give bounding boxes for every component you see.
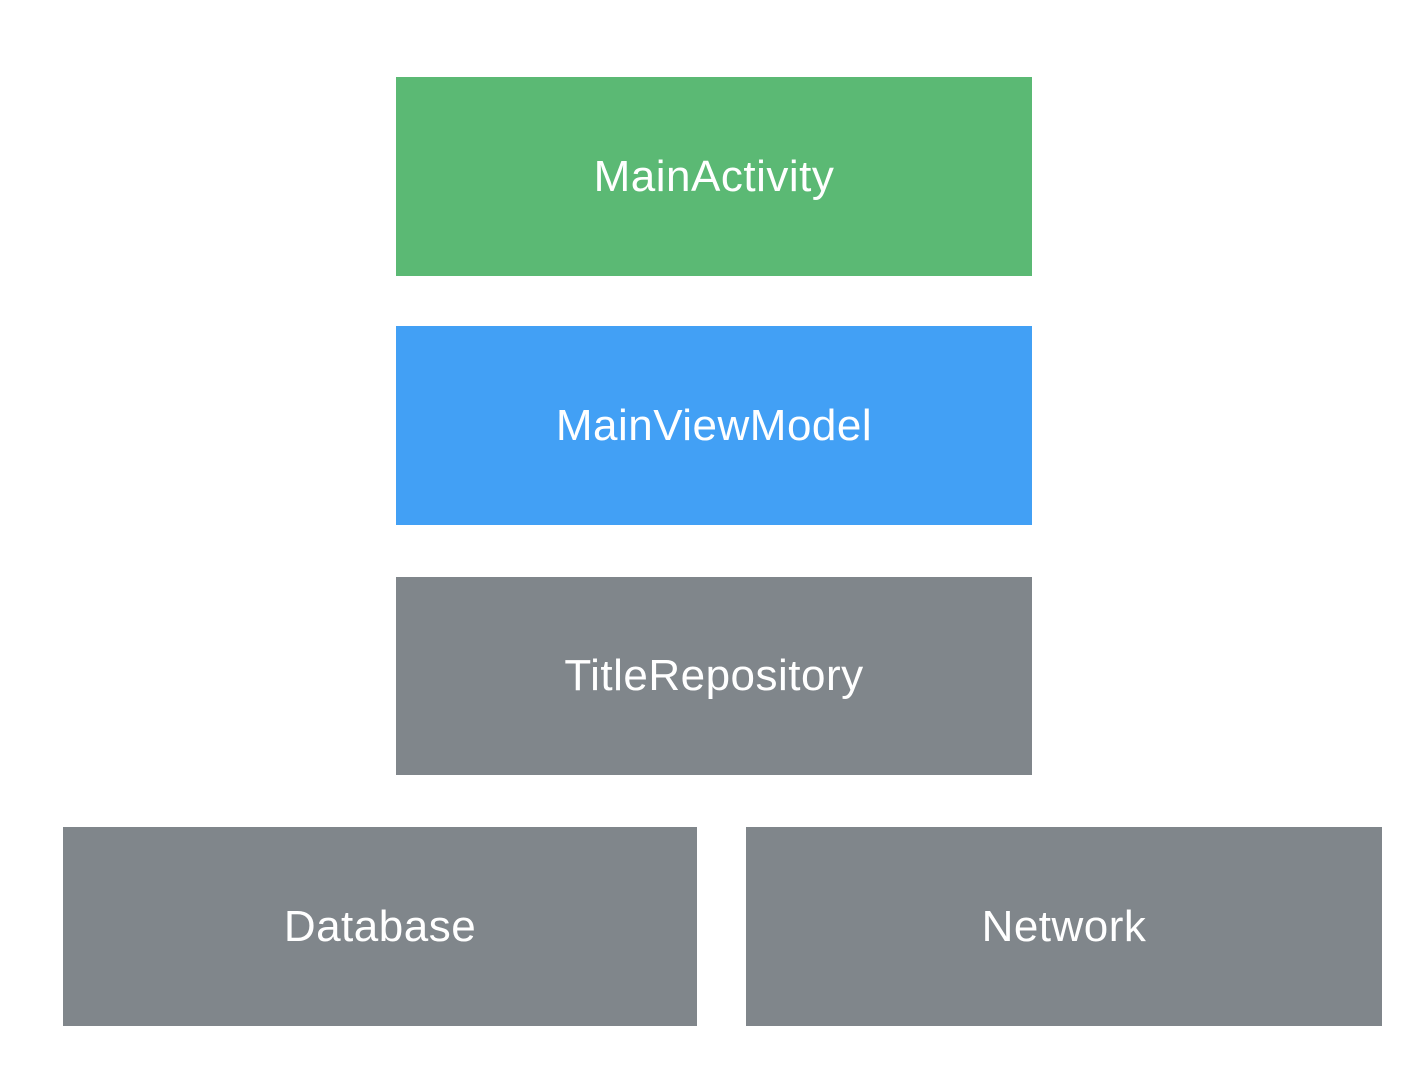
main-activity-label: MainActivity [593,151,835,201]
title-repository-label: TitleRepository [564,651,864,700]
main-activity-box: MainActivity [396,77,1032,276]
main-view-model-label: MainViewModel [555,400,873,450]
main-view-model-box: MainViewModel [396,326,1032,525]
title-repository-box: TitleRepository [396,577,1032,775]
database-box: Database [63,827,697,1026]
network-label: Network [981,901,1147,951]
network-box: Network [746,827,1382,1026]
database-label: Database [283,901,477,951]
